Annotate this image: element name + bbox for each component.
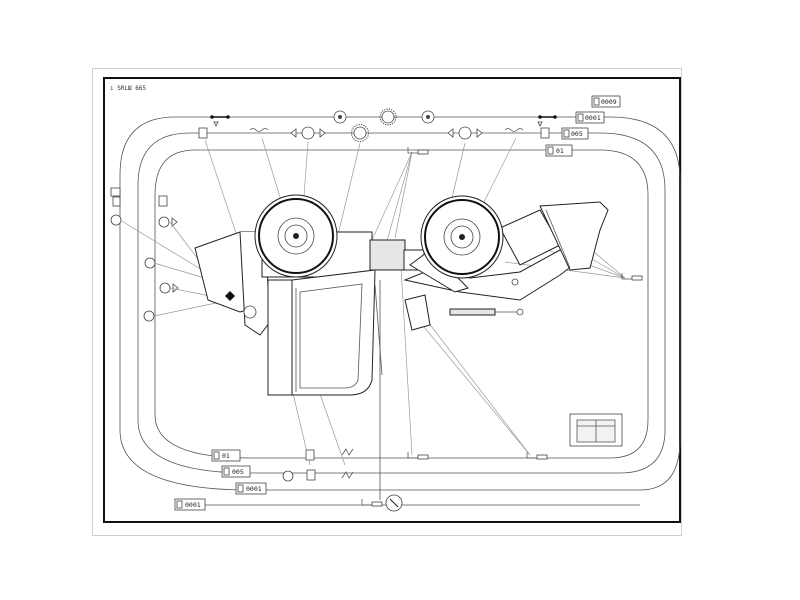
- junction-marker: [225, 291, 235, 301]
- svg-text:0001: 0001: [246, 485, 262, 493]
- tag-top-right-3: 005: [561, 127, 589, 140]
- tag-bottom-2: 005: [221, 465, 251, 478]
- lamp-icon: [159, 282, 171, 294]
- cab-window: [299, 283, 363, 389]
- svg-text:0001: 0001: [585, 114, 601, 122]
- sun-symbol-icon: [379, 108, 397, 126]
- svg-text:01: 01: [222, 452, 230, 460]
- lamp-icon: [333, 110, 347, 124]
- lamp-icon: [143, 310, 155, 322]
- lamp-icon: [458, 126, 472, 140]
- bulb-icon: [110, 187, 121, 197]
- diagram-frame: [103, 77, 681, 523]
- lamp-icon: [110, 214, 122, 226]
- front-step: [404, 294, 431, 331]
- articulation-joint: [369, 239, 406, 271]
- connector-icon: [210, 115, 230, 119]
- connector-icon: [538, 115, 557, 119]
- switch-icon: [341, 471, 354, 479]
- sun-symbol-icon: [353, 126, 367, 140]
- plug-right: [621, 273, 643, 281]
- svg-text:0001: 0001: [185, 501, 201, 509]
- switch-icon: [341, 448, 354, 456]
- svg-text:01: 01: [556, 147, 564, 155]
- cab-rear: [267, 279, 293, 396]
- tag-bottom-4: 0001: [174, 498, 206, 511]
- rear-wheel: [254, 194, 338, 278]
- plug-bottom-left: [407, 452, 429, 460]
- svg-text:005: 005: [571, 130, 583, 138]
- bulb-icon: [305, 449, 315, 461]
- cab: [291, 269, 376, 396]
- plug-bottom-center: [361, 499, 383, 507]
- tag-top-right-1: 0009: [591, 95, 621, 108]
- left-lamp-column: [110, 187, 179, 322]
- connector-plugs: [361, 147, 643, 507]
- plug-top: [407, 147, 429, 155]
- hub-marker: [243, 305, 257, 319]
- lamp-icon: [301, 126, 315, 140]
- bottom-symbols: [282, 448, 403, 512]
- tag-bottom-1: 01: [211, 449, 241, 462]
- plug-bottom-right: [526, 452, 548, 460]
- top-symbol-row-2: [198, 124, 550, 142]
- bulb-icon: [198, 127, 208, 139]
- bulb-icon: [158, 195, 168, 207]
- harness-loop-inner: [154, 149, 649, 459]
- lamp-icon: [158, 216, 170, 228]
- drawing-ref: ı SRLШ 665: [110, 85, 147, 92]
- svg-text:005: 005: [232, 468, 244, 476]
- bucket: [539, 201, 609, 271]
- top-symbol-row-1: [210, 108, 557, 127]
- tilt-cylinder: [449, 308, 496, 316]
- resistor-icon: [504, 128, 524, 132]
- bulb-icon: [540, 127, 550, 139]
- front-wheel: [420, 195, 504, 279]
- svg-text:0009: 0009: [601, 98, 617, 106]
- lamp-icon: [282, 470, 294, 482]
- legend-box-icon: [569, 413, 623, 447]
- tag-bottom-3: 0001: [235, 482, 267, 495]
- bulb-icon: [306, 469, 316, 481]
- lamp-icon: [421, 110, 435, 124]
- tag-top-right-4: 01: [545, 144, 573, 157]
- lamp-icon: [144, 257, 156, 269]
- tag-top-right-2: 0001: [575, 111, 605, 124]
- resistor-icon: [249, 128, 269, 132]
